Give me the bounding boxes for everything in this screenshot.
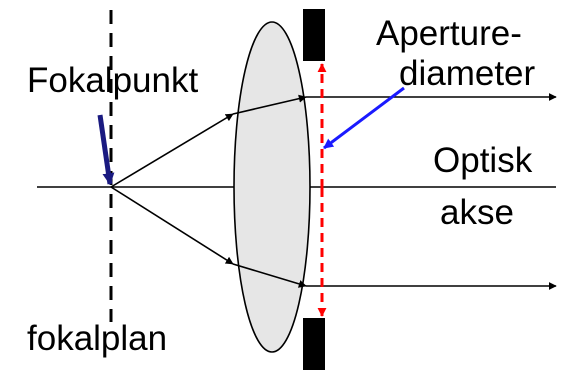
aperture-stop-bottom [303, 318, 325, 370]
ray-upper-incident [110, 113, 234, 188]
focal-plane-label: fokalplan [27, 319, 167, 358]
optical-axis-label-line1: Optisk [433, 141, 533, 180]
aperture-label-line2: diameter [399, 54, 536, 93]
ray-lower-refracted [232, 263, 307, 288]
ray-upper-refracted [232, 94, 307, 115]
focal-point-label: Fokalpunkt [27, 61, 198, 100]
ray-lower-incident [110, 186, 234, 265]
lens [233, 21, 311, 353]
optical-axis-label-line2: akse [440, 193, 514, 232]
aperture-stop-top [303, 9, 325, 61]
focal-point-pointer-arrow [97, 114, 115, 186]
aperture-pointer-arrow [323, 86, 405, 150]
aperture-label-line1: Aperture- [376, 14, 522, 53]
